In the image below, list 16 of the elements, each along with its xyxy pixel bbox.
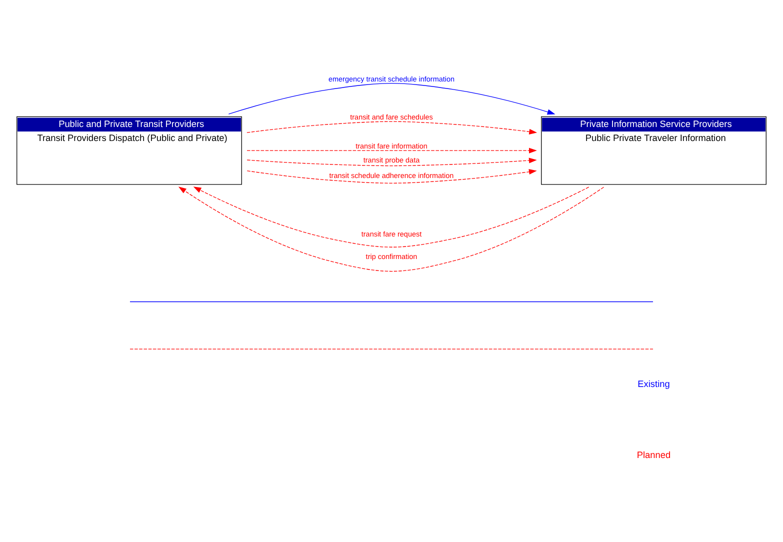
edge-label: transit and fare schedules — [350, 112, 433, 122]
arrow — [178, 186, 604, 272]
arrow — [246, 157, 537, 166]
edge-label: transit fare request — [361, 229, 422, 238]
legend-label: Planned — [636, 449, 671, 460]
legend-label: Existing — [638, 378, 670, 388]
arrow — [228, 82, 556, 114]
edge-label: trip confirmation — [366, 251, 418, 260]
edge-label: transit probe data — [363, 154, 420, 164]
edge-label: transit fare information — [356, 140, 428, 150]
arrow — [246, 147, 537, 153]
arrow — [246, 120, 538, 134]
edge-label: emergency transit schedule information — [328, 74, 454, 83]
arrow — [246, 168, 537, 183]
arrow — [193, 186, 590, 247]
edge-label: transit schedule adherence information — [329, 170, 454, 180]
